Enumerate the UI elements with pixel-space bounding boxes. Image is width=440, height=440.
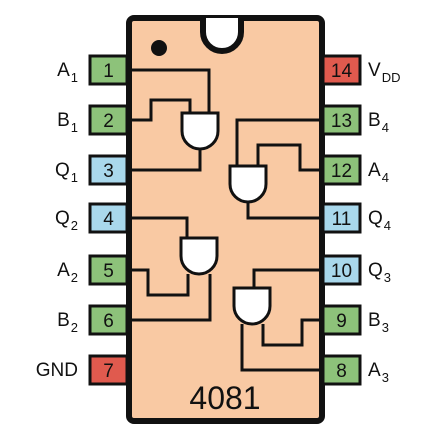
- pin-13-label-subscript: 4: [382, 120, 389, 135]
- pin-1: 1A1: [57, 54, 129, 86]
- pin-6-label-subscript: 2: [71, 320, 78, 335]
- pin-10-label-subscript: 3: [384, 270, 391, 285]
- pin-8-number: 8: [336, 361, 347, 382]
- pin-2-label-subscript: 1: [71, 120, 78, 135]
- pin-7-label: GND: [36, 360, 78, 381]
- pin-3: 3 Q1: [55, 154, 129, 186]
- pin-6-number: 6: [103, 311, 114, 332]
- pin-10-label: Q3: [368, 260, 391, 285]
- pin-12-label-subscript: 4: [382, 170, 389, 185]
- pin-13-label: B4: [368, 110, 389, 135]
- pin-3-label-main: Q: [55, 160, 70, 181]
- pin-3-label: Q1: [55, 160, 78, 185]
- pin-9-number: 9: [336, 311, 347, 332]
- pin-2-label: B1: [57, 110, 78, 135]
- pin-11: 11 Q4: [321, 202, 391, 234]
- and-gate-3: [232, 286, 272, 326]
- pin-4-number: 4: [103, 209, 114, 230]
- pin-2: 2 B1: [57, 104, 129, 136]
- pin-1-label-main: A: [57, 60, 70, 81]
- pin-7-pad: [88, 354, 129, 386]
- pin-8-label-main: A: [368, 360, 381, 381]
- pin-7: 7 GND: [36, 354, 129, 386]
- and-gate-4: [228, 164, 268, 204]
- pin-4-label-subscript: 2: [71, 218, 78, 233]
- pin-9-pad: [321, 304, 362, 336]
- pin-11-label: Q4: [368, 208, 391, 233]
- pin-10: 10 Q3: [321, 254, 391, 286]
- pin-2-number: 2: [103, 111, 114, 132]
- pin-14-number: 14: [331, 61, 353, 82]
- pin-2-label-main: B: [57, 110, 70, 131]
- pin-3-number: 3: [103, 161, 114, 182]
- pin-14-label: VDD: [368, 60, 400, 85]
- pin-13-number: 13: [331, 111, 352, 132]
- pin-6: 6 B2: [57, 304, 129, 336]
- pin-5-pad: [88, 254, 129, 286]
- pin-13-pad: [321, 104, 362, 136]
- pin-11-pad: [321, 202, 362, 234]
- part-number: 4081: [189, 380, 260, 416]
- pin-6-pad: [88, 304, 129, 336]
- pin-13-label-main: B: [368, 110, 381, 131]
- pin-4-pad: [88, 202, 129, 234]
- pin-10-pad: [321, 254, 362, 286]
- pin-5: 5 A2: [57, 254, 129, 286]
- pin-10-number: 10: [331, 261, 352, 282]
- pin-1-indicator-dot: [151, 40, 167, 56]
- pin-12-label-main: A: [368, 160, 381, 181]
- and-gate-2: [179, 236, 219, 276]
- and-gate-1: [180, 111, 220, 151]
- wiring: [129, 68, 322, 372]
- pin-6-label: B2: [57, 310, 78, 335]
- pin-5-label-subscript: 2: [71, 270, 78, 285]
- pin-10-label-main: Q: [368, 260, 383, 281]
- pin-14: 14 VDD: [321, 54, 400, 86]
- pin-9-label-main: B: [368, 310, 381, 331]
- pin-3-pad: [88, 154, 129, 186]
- pin-14-label-main: V: [368, 60, 381, 81]
- pin-4: 4 Q2: [55, 202, 129, 234]
- pin-8-label-subscript: 3: [382, 370, 389, 385]
- pin-13: 13 B4: [321, 104, 389, 136]
- pin-7-number: 7: [103, 361, 114, 382]
- pin-11-label-main: Q: [368, 208, 383, 229]
- pin-1-pad: [88, 54, 129, 86]
- pin-9-label-subscript: 3: [382, 320, 389, 335]
- pin-1-label: A1: [57, 60, 78, 85]
- pin-11-number: 11: [332, 209, 352, 230]
- pin-8-pad: [321, 354, 362, 386]
- pin-12-pad: [321, 154, 362, 186]
- pin-5-label: A2: [57, 260, 78, 285]
- pin-6-label-main: B: [57, 310, 70, 331]
- pin-12-number: 12: [331, 161, 352, 182]
- pin-1-number: 1: [103, 61, 114, 82]
- pin-14-pad: [321, 54, 362, 86]
- pin-8-label: A3: [368, 360, 389, 385]
- pin-14-label-subscript: DD: [382, 70, 401, 85]
- pin-2-pad: [88, 104, 129, 136]
- pin-4-label-main: Q: [55, 208, 70, 229]
- pin-9-label: B3: [368, 310, 389, 335]
- pin-4-label: Q2: [55, 208, 78, 233]
- pin-1-label-subscript: 1: [71, 70, 78, 85]
- pin-7-label-main: GND: [36, 360, 78, 381]
- pin-12: 12 A4: [321, 154, 389, 186]
- pin-5-number: 5: [103, 261, 114, 282]
- pin-11-label-subscript: 4: [384, 218, 391, 233]
- chip-notch: [200, 18, 244, 54]
- pin-3-label-subscript: 1: [71, 170, 78, 185]
- pin-5-label-main: A: [57, 260, 70, 281]
- pin-12-label: A4: [368, 160, 389, 185]
